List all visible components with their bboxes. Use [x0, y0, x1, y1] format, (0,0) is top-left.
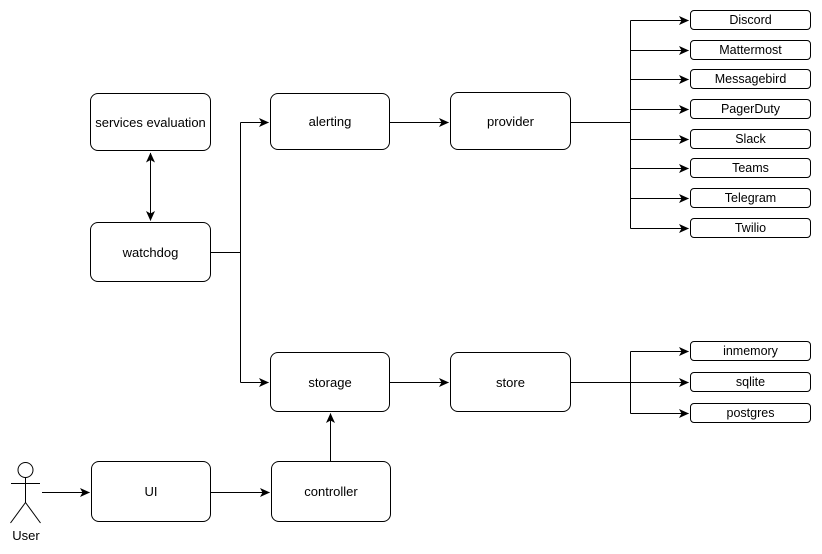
- node-provider-mattermost: Mattermost: [690, 40, 811, 60]
- node-provider-slack: Slack: [690, 129, 811, 149]
- user-actor-label: User: [12, 528, 40, 543]
- node-ui: UI: [91, 461, 211, 522]
- node-provider-messagebird: Messagebird: [690, 69, 811, 89]
- node-watchdog: watchdog: [90, 222, 211, 282]
- node-store-inmemory: inmemory: [690, 341, 811, 361]
- node-storage: storage: [270, 352, 390, 412]
- node-provider-twilio: Twilio: [690, 218, 811, 238]
- node-provider-pagerduty: PagerDuty: [690, 99, 811, 119]
- node-store-sqlite: sqlite: [690, 372, 811, 392]
- node-controller: controller: [271, 461, 391, 522]
- node-alerting: alerting: [270, 93, 390, 150]
- user-actor-icon: [10, 462, 41, 524]
- node-store: store: [450, 352, 571, 412]
- node-services-evaluation: services evaluation: [90, 93, 211, 151]
- node-store-postgres: postgres: [690, 403, 811, 423]
- node-provider-teams: Teams: [690, 158, 811, 178]
- node-provider-discord: Discord: [690, 10, 811, 30]
- node-provider: provider: [450, 92, 571, 150]
- node-provider-telegram: Telegram: [690, 188, 811, 208]
